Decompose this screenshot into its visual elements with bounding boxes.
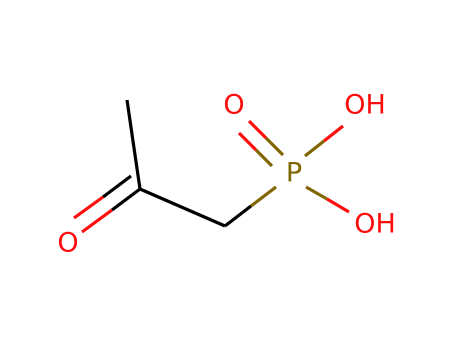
bond-p-oh-lower-gold (305, 185, 328, 201)
bond-p-o-line1-gold (264, 136, 285, 157)
bond-methylene-phosphorus-black (224, 204, 252, 228)
atom-oh-upper: OH (344, 90, 386, 121)
atom-o-phosphoryl: O (223, 90, 244, 121)
bond-phosphorus-oh-lower (305, 185, 350, 214)
bond-methyl-carbonyl (125, 99, 142, 190)
atom-oh-lower: OH (354, 209, 396, 240)
bond-carbonyl-methylene (139, 187, 226, 228)
bond-p-oh-upper-gold (304, 139, 325, 158)
bond-carbonyl-oxygen-line1-red (81, 208, 113, 234)
bond-p-o-line2-red (237, 131, 258, 152)
bond-carbonyl-oxygen-line2-red (73, 195, 104, 220)
atom-o-ketone: O (57, 228, 78, 259)
bond-phosphorus-oxygen-double (237, 119, 285, 168)
bonds (73, 99, 350, 234)
bond-methylene-phosphorus-gold (250, 185, 277, 208)
bond-carbonyl-oxygen-double (73, 174, 141, 234)
bond-p-oh-upper-red (323, 124, 344, 143)
bond-phosphorus-oh-upper (304, 124, 344, 158)
bond-methylene-phosphorus (224, 185, 277, 228)
bond-p-o-line2-gold (254, 148, 274, 168)
bond-p-oh-lower-red (326, 197, 350, 214)
bond-carbonyl-oxygen-line2 (102, 174, 132, 199)
atom-labels: O P O OH OH (57, 90, 395, 259)
atom-phosphorus: P (286, 158, 302, 189)
bond-carbonyl-oxygen-line1 (111, 187, 141, 212)
bond-p-o-line1-red (247, 119, 268, 140)
